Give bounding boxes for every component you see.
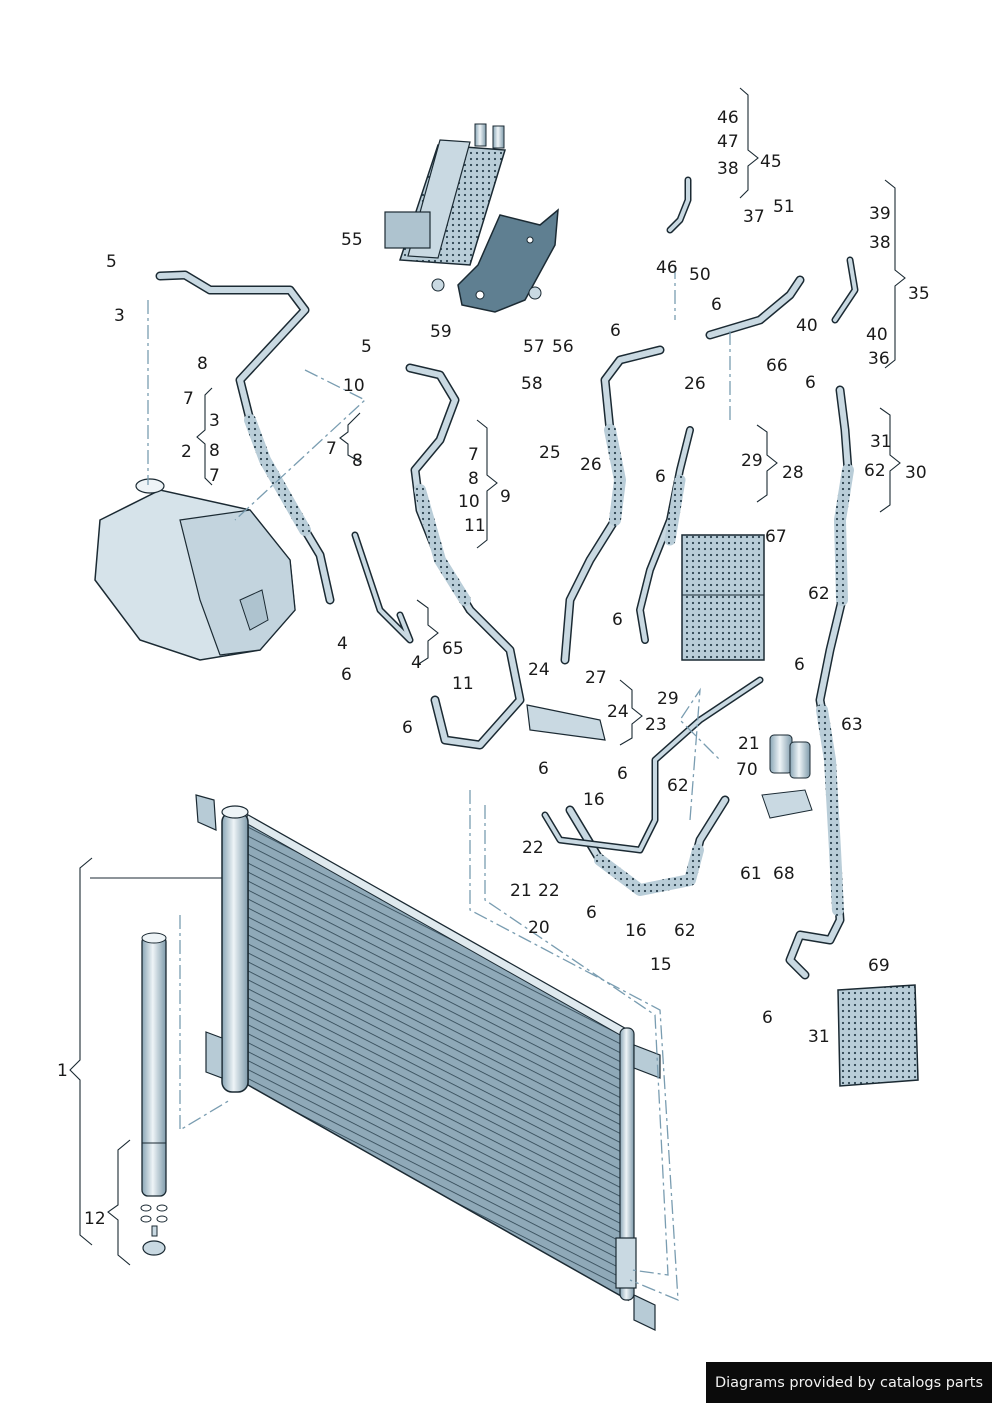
callout-7[interactable]: 7 <box>209 466 220 486</box>
callout-40[interactable]: 40 <box>796 316 818 336</box>
callout-29[interactable]: 29 <box>741 451 763 471</box>
expansion-valve <box>761 734 813 819</box>
callout-11[interactable]: 11 <box>452 674 474 694</box>
callout-10[interactable]: 10 <box>343 376 365 396</box>
callout-5[interactable]: 5 <box>361 337 372 357</box>
heat-exchanger <box>837 984 919 1087</box>
callout-37[interactable]: 37 <box>743 207 765 227</box>
callout-5[interactable]: 5 <box>106 252 117 272</box>
callout-6[interactable]: 6 <box>402 718 413 738</box>
callout-6[interactable]: 6 <box>610 321 621 341</box>
callout-30[interactable]: 30 <box>905 463 927 483</box>
callout-6[interactable]: 6 <box>711 295 722 315</box>
callout-6[interactable]: 6 <box>762 1008 773 1028</box>
callout-46[interactable]: 46 <box>656 258 678 278</box>
callout-7[interactable]: 7 <box>183 389 194 409</box>
callout-38[interactable]: 38 <box>869 233 891 253</box>
callout-24[interactable]: 24 <box>607 702 629 722</box>
callout-56[interactable]: 56 <box>552 337 574 357</box>
callout-12[interactable]: 12 <box>84 1209 106 1229</box>
callout-23[interactable]: 23 <box>645 715 667 735</box>
credit-banner: Diagrams provided by catalogs parts <box>706 1362 992 1403</box>
ac-compressor <box>94 478 296 661</box>
callout-7[interactable]: 7 <box>326 439 337 459</box>
callout-31[interactable]: 31 <box>808 1027 830 1047</box>
callout-69[interactable]: 69 <box>868 956 890 976</box>
callout-40[interactable]: 40 <box>866 325 888 345</box>
callout-46[interactable]: 46 <box>717 108 739 128</box>
callout-20[interactable]: 20 <box>528 918 550 938</box>
callout-26[interactable]: 26 <box>580 455 602 475</box>
callout-10[interactable]: 10 <box>458 492 480 512</box>
callout-67[interactable]: 67 <box>765 527 787 547</box>
callout-25[interactable]: 25 <box>539 443 561 463</box>
hose-section-3 <box>244 414 311 536</box>
callout-28[interactable]: 28 <box>782 463 804 483</box>
pipe-66 <box>705 275 805 340</box>
callout-4[interactable]: 4 <box>337 634 348 654</box>
callout-16[interactable]: 16 <box>625 921 647 941</box>
callout-9[interactable]: 9 <box>500 487 511 507</box>
callout-39[interactable]: 39 <box>869 204 891 224</box>
callout-21[interactable]: 21 <box>738 734 760 754</box>
connection-block <box>526 704 606 741</box>
callout-6[interactable]: 6 <box>794 655 805 675</box>
callout-35[interactable]: 35 <box>908 284 930 304</box>
callout-6[interactable]: 6 <box>612 610 623 630</box>
callout-6[interactable]: 6 <box>805 373 816 393</box>
callout-24[interactable]: 24 <box>528 660 550 680</box>
callout-1[interactable]: 1 <box>57 1061 68 1081</box>
callout-65[interactable]: 65 <box>442 639 464 659</box>
callout-62[interactable]: 62 <box>674 921 696 941</box>
callout-8[interactable]: 8 <box>352 451 363 471</box>
callout-3[interactable]: 3 <box>114 306 125 326</box>
callout-6[interactable]: 6 <box>655 467 666 487</box>
callout-27[interactable]: 27 <box>585 668 607 688</box>
callout-31[interactable]: 31 <box>870 432 892 452</box>
reservoir <box>384 123 506 266</box>
callout-51[interactable]: 51 <box>773 197 795 217</box>
callout-22[interactable]: 22 <box>522 838 544 858</box>
bracket <box>431 208 559 313</box>
callout-62[interactable]: 62 <box>667 776 689 796</box>
callout-8[interactable]: 8 <box>468 469 479 489</box>
callout-38[interactable]: 38 <box>717 159 739 179</box>
callout-6[interactable]: 6 <box>586 903 597 923</box>
callout-68[interactable]: 68 <box>773 864 795 884</box>
callout-55[interactable]: 55 <box>341 230 363 250</box>
callout-15[interactable]: 15 <box>650 955 672 975</box>
callout-3[interactable]: 3 <box>209 411 220 431</box>
callout-62[interactable]: 62 <box>808 584 830 604</box>
callout-61[interactable]: 61 <box>740 864 762 884</box>
callout-21[interactable]: 21 <box>510 881 532 901</box>
valve-block <box>681 534 765 661</box>
callout-4[interactable]: 4 <box>411 653 422 673</box>
callout-6[interactable]: 6 <box>341 665 352 685</box>
callout-70[interactable]: 70 <box>736 760 758 780</box>
callout-26[interactable]: 26 <box>684 374 706 394</box>
callout-59[interactable]: 59 <box>430 322 452 342</box>
condenser <box>195 794 661 1331</box>
callout-8[interactable]: 8 <box>197 354 208 374</box>
callout-8[interactable]: 8 <box>209 441 220 461</box>
callout-2[interactable]: 2 <box>181 442 192 462</box>
callout-58[interactable]: 58 <box>521 374 543 394</box>
callout-66[interactable]: 66 <box>766 356 788 376</box>
callout-47[interactable]: 47 <box>717 132 739 152</box>
callout-22[interactable]: 22 <box>538 881 560 901</box>
callout-45[interactable]: 45 <box>760 152 782 172</box>
callout-63[interactable]: 63 <box>841 715 863 735</box>
callout-16[interactable]: 16 <box>583 790 605 810</box>
callout-6[interactable]: 6 <box>538 759 549 779</box>
callout-50[interactable]: 50 <box>689 265 711 285</box>
callout-62[interactable]: 62 <box>864 461 886 481</box>
callout-11[interactable]: 11 <box>464 516 486 536</box>
dryer-cartridge <box>140 932 168 1256</box>
callout-6[interactable]: 6 <box>617 764 628 784</box>
callout-57[interactable]: 57 <box>523 337 545 357</box>
callout-36[interactable]: 36 <box>868 349 890 369</box>
callout-29[interactable]: 29 <box>657 689 679 709</box>
callout-7[interactable]: 7 <box>468 445 479 465</box>
